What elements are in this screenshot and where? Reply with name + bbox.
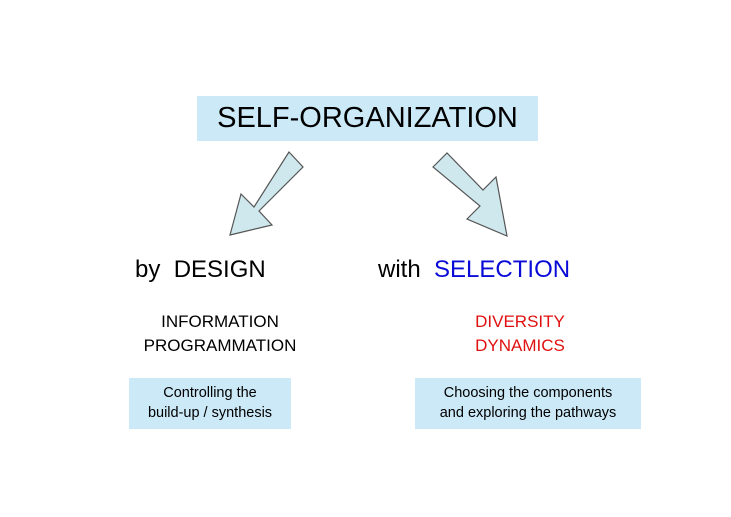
design-term-information: INFORMATION <box>161 312 279 331</box>
title-box: SELF-ORGANIZATION <box>197 96 538 141</box>
design-note-line: Controlling the <box>163 385 257 401</box>
selection-term-diversity: DIVERSITY <box>475 312 565 331</box>
diagram-title: SELF-ORGANIZATION <box>217 102 518 134</box>
left-down-arrow <box>229 151 304 236</box>
selection-prefix: with <box>378 256 421 283</box>
design-keyword: DESIGN <box>173 256 266 283</box>
selection-note-line: Choosing the components <box>443 385 613 401</box>
selection-keyword: SELECTION <box>434 256 571 283</box>
selection-term-dynamics: DYNAMICS <box>475 336 565 355</box>
selection-note-line: and exploring the pathways <box>439 405 617 421</box>
design-term-programmation: PROGRAMMATION <box>143 336 297 355</box>
selection-heading: with SELECTION <box>378 252 570 288</box>
design-note-box: Controlling the build-up / synthesis <box>129 378 291 429</box>
selection-note-box: Choosing the components and exploring th… <box>415 378 641 429</box>
design-note-line: build-up / synthesis <box>147 405 273 421</box>
design-prefix: by <box>135 256 161 283</box>
right-down-arrow <box>432 152 508 237</box>
design-heading: by DESIGN <box>135 252 266 288</box>
